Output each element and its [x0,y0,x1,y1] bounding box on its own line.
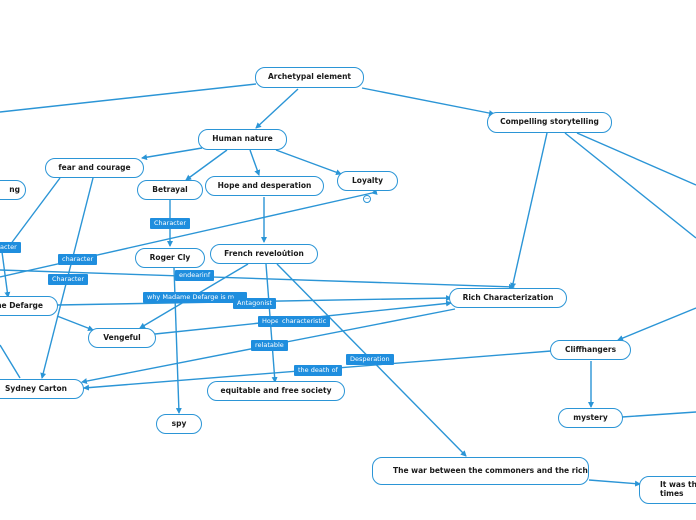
edge-human-loyalty [275,149,342,176]
edge-label-relatable[interactable]: relatable [251,340,288,351]
node-vengeful[interactable]: Vengeful [88,328,156,348]
edge-archetypal-offscreen-left [0,83,257,113]
edge-compelling-right1 [576,132,696,186]
edge-human-fear [141,147,203,161]
node-roger-cly[interactable]: Roger Cly [135,248,205,268]
node-madame-defarge[interactable]: me Defarge [0,296,58,316]
edge-fear-left [9,177,61,246]
edge-war-times [588,479,641,487]
node-human-nature[interactable]: Human nature [198,129,287,150]
edge-label-character-roger[interactable]: Character [150,218,191,229]
edge-human-hope [249,149,261,176]
edge-compelling-right2 [564,132,696,239]
node-cliffhangers[interactable]: Cliffhangers [550,340,631,360]
edge-left-madame [1,251,11,298]
collapse-toggle-icon[interactable]: − [363,195,371,203]
edge-roger-spy [173,267,182,414]
node-equitable-and-free-society[interactable]: equitable and free society [207,381,345,401]
edge-archetypal-human [255,88,299,129]
edge-left-rich-upper [0,269,515,290]
edge-compelling-rich [510,132,548,289]
node-sydney-carton[interactable]: Sydney Carton [0,379,84,399]
edge-label-hope[interactable]: Hope [258,316,283,327]
node-it-was-the-times[interactable]: It was the times [639,476,696,504]
edge-label-why-madame-defarge[interactable]: why Madame Defarge is m [143,292,247,303]
edge-mystery-right [621,411,696,418]
node-rich-characterization[interactable]: Rich Characterization [449,288,567,308]
edge-label-the-death-of[interactable]: the death of [294,365,342,376]
edge-label-desperation[interactable]: Desperation [346,354,394,365]
node-partial-ng[interactable]: ng [0,180,26,200]
node-fear-and-courage[interactable]: fear and courage [45,158,144,178]
edge-label-antagonist[interactable]: Antagonist [233,298,277,309]
edge-label-characteristic[interactable]: characteristic [278,316,331,327]
node-hope-and-desperation[interactable]: Hope and desperation [205,176,324,196]
edge-label-character-upper[interactable]: Character [48,274,89,285]
node-loyalty[interactable]: Loyalty [337,171,398,191]
node-french-revolution[interactable]: French revelou̇tion [210,244,318,264]
node-betrayal[interactable]: Betrayal [137,180,203,200]
edge-human-betrayal [185,149,228,181]
edge-right-cliff [617,307,696,341]
node-spy[interactable]: spy [156,414,202,434]
edge-label-character-lower[interactable]: character [58,254,98,265]
node-mystery[interactable]: mystery [558,408,623,428]
edge-left-sydney [0,344,21,379]
edge-label-endearing[interactable]: endearinf [175,270,215,281]
edge-madame-vengeful [56,315,94,331]
edge-label-character-left[interactable]: acter [0,242,21,253]
node-compelling-storytelling[interactable]: Compelling storytelling [487,112,612,133]
node-archetypal-element[interactable]: Archetypal element [255,67,364,88]
edge-archetypal-compelling [361,87,495,116]
node-war-commoners-rich[interactable]: The war between the commoners and the ri… [372,457,589,485]
